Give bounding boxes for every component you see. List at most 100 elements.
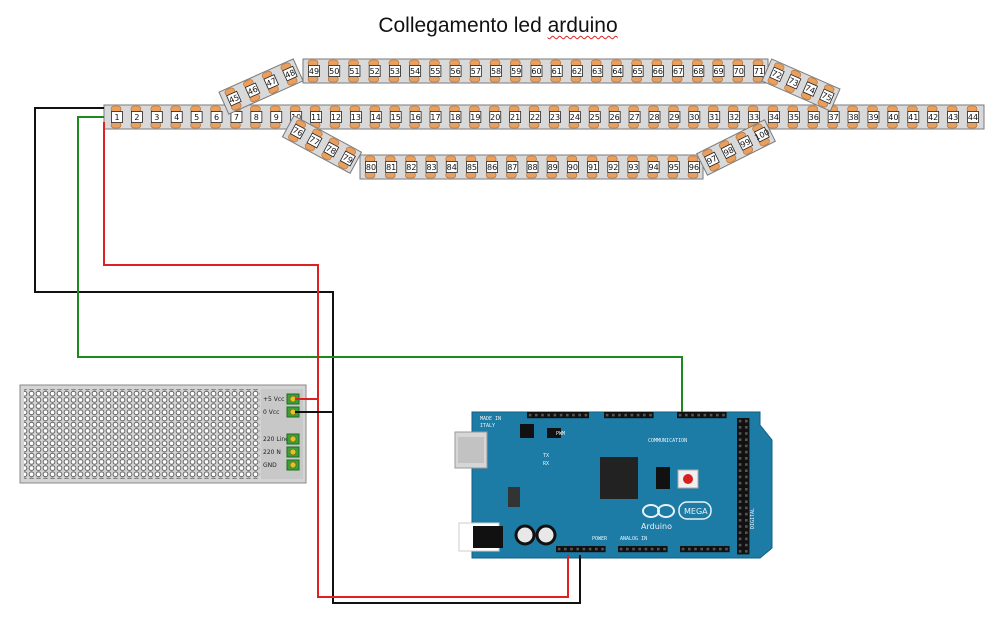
led-56-box xyxy=(449,65,462,77)
led-72-box xyxy=(769,66,785,83)
led-69-box xyxy=(712,65,725,77)
header-top-left-body xyxy=(527,412,589,419)
led-9-pad xyxy=(269,105,281,113)
header-right-side-pin xyxy=(738,500,742,503)
led-58-box xyxy=(490,65,502,77)
led-61-pad xyxy=(550,75,562,83)
wire-red-5v xyxy=(103,122,569,598)
diagram-title: Collegamento led arduino xyxy=(0,14,996,38)
led-42-box xyxy=(927,111,940,123)
led-24: 24 xyxy=(568,105,581,129)
led-30-pad xyxy=(688,121,699,129)
led-6-box xyxy=(210,111,223,123)
led-72-label: 72 xyxy=(770,69,783,81)
header-right-side-pin xyxy=(745,500,748,503)
led-63-pad xyxy=(590,75,602,83)
led-11-label: 11 xyxy=(311,113,321,122)
communication-label: COMMUNICATION xyxy=(648,438,687,444)
led-36-label: 36 xyxy=(809,113,819,122)
led-85: 85 xyxy=(465,155,478,179)
led-15-pad xyxy=(389,105,400,113)
led-15-pad xyxy=(389,121,400,129)
header-top-right-pin xyxy=(691,413,694,417)
header-right-side-pin xyxy=(738,438,742,441)
led-19-pad xyxy=(469,105,480,113)
led-14-label: 14 xyxy=(371,113,381,122)
country-label: ITALY xyxy=(480,423,495,429)
led-85-label: 85 xyxy=(467,163,477,172)
wires xyxy=(34,107,683,604)
psu-terminal-3: 220 Line xyxy=(263,433,300,445)
header-right-side-pin xyxy=(745,525,748,528)
led-19-label: 19 xyxy=(470,113,480,122)
header-top-left-pin xyxy=(559,413,563,417)
led-33-label: 33 xyxy=(749,113,759,122)
led-13: 13 xyxy=(349,105,362,129)
led-79: 79 xyxy=(338,146,356,170)
led-73-label: 73 xyxy=(787,76,800,88)
led-36-box xyxy=(807,111,820,123)
led-34-pad xyxy=(767,121,779,129)
led-35-pad xyxy=(787,121,799,129)
header-top-right-pin xyxy=(697,413,700,417)
led-42-pad xyxy=(926,105,938,113)
led-84: 84 xyxy=(445,155,458,179)
led-99: 99 xyxy=(735,131,754,155)
led-56-label: 56 xyxy=(450,67,460,76)
led-11-pad xyxy=(309,105,321,113)
header-top-mid-body xyxy=(604,412,654,419)
led-27-box xyxy=(628,111,641,123)
led-17-pad xyxy=(429,105,440,113)
header-power-pin xyxy=(570,547,573,551)
led-70-label: 70 xyxy=(734,67,744,76)
led-39-pad xyxy=(867,105,878,113)
psu-terminal-5: GND xyxy=(263,459,300,471)
led-2-pad xyxy=(130,121,142,129)
led-61: 61 xyxy=(550,59,563,83)
led-26-pad xyxy=(608,121,619,129)
led-strips: 1234567891011121314151617181920212223242… xyxy=(103,58,985,180)
led-99-label: 99 xyxy=(739,137,752,150)
led-77-box xyxy=(306,132,323,149)
led-1-label: 1 xyxy=(114,113,119,122)
header-right-side-pin xyxy=(738,463,742,466)
led-97-box xyxy=(703,151,720,168)
header-top-right-pin xyxy=(716,413,719,417)
led-41-pad xyxy=(906,105,918,113)
header-right-side-pin xyxy=(738,457,742,460)
header-right-side-pin xyxy=(745,463,748,466)
led-73-box xyxy=(785,73,802,90)
led-98: 98 xyxy=(719,140,737,164)
led-13-pad xyxy=(349,105,361,113)
led-4-box xyxy=(170,111,183,123)
header-top-right-pin xyxy=(709,413,713,417)
led-62-pad xyxy=(570,59,582,67)
led-20: 20 xyxy=(488,105,502,129)
led-54-box xyxy=(409,65,422,77)
header-right-side-pin xyxy=(738,481,742,485)
led-29-label: 29 xyxy=(669,113,679,122)
led-65: 65 xyxy=(631,59,644,83)
led-96: 96 xyxy=(687,155,700,179)
led-9-label: 9 xyxy=(274,113,279,122)
led-61-box xyxy=(550,65,563,77)
header-top-left-pin xyxy=(553,413,557,417)
led-8-label: 8 xyxy=(254,113,259,122)
led-23-label: 23 xyxy=(550,113,560,122)
led-strip-main: 1234567891011121314151617181920212223242… xyxy=(103,104,985,130)
led-21-box xyxy=(509,111,522,123)
led-18: 18 xyxy=(449,105,462,129)
led-59: 59 xyxy=(509,59,523,83)
led-36: 36 xyxy=(807,105,820,129)
led-18-pad xyxy=(449,105,460,113)
power-supply-vent-grille xyxy=(24,389,260,479)
led-22-pad xyxy=(528,121,540,129)
header-power-body xyxy=(556,546,606,553)
led-17: 17 xyxy=(429,105,442,129)
header-analog-1-pin xyxy=(619,547,623,551)
led-88: 88 xyxy=(526,155,539,179)
led-14: 14 xyxy=(369,105,382,129)
led-59-pad xyxy=(509,59,521,67)
led-74: 74 xyxy=(800,77,819,101)
